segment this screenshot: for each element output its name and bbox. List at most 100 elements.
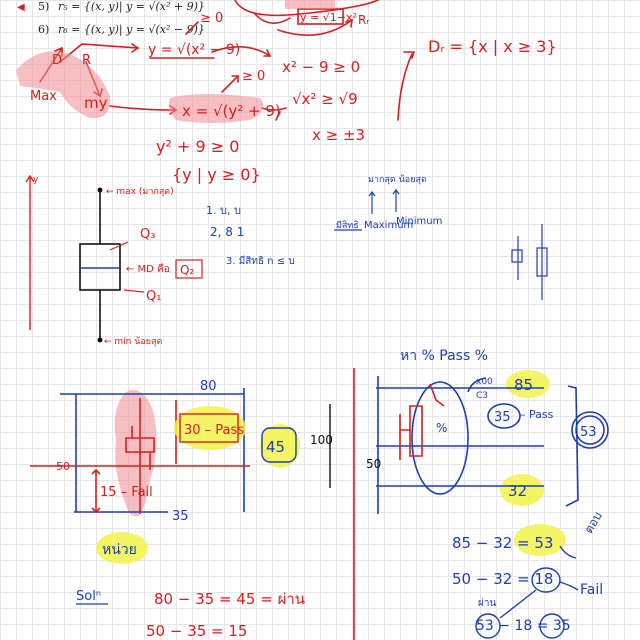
arc-arrow: [345, 18, 353, 28]
pct-label: %: [436, 421, 447, 435]
top-r-label: Rᵣ: [358, 13, 370, 27]
big-ellipse: [411, 381, 469, 495]
side-top-label: มากสุด น้อยสุด: [368, 174, 427, 185]
step2: √x² ≥ √9: [292, 90, 358, 108]
yellow-pass: [174, 406, 246, 450]
label-85: 85: [514, 376, 533, 394]
min-note: ← min น้อยสุด: [104, 336, 163, 347]
yellow-45: [260, 424, 300, 468]
right-eq2: 50 − 32 = 18: [452, 570, 553, 588]
right-title: หา % Pass %: [400, 348, 488, 364]
boxplot-diagram: y ← max (มากสุด) Q₃ ← MD คือ Q₂ Q₁ ← min…: [25, 174, 295, 347]
pass-label: 30 – Pass: [184, 423, 244, 438]
side-minimum: Minimum: [396, 216, 442, 227]
right-diagram: หา % Pass % x00 C3 85 35 – Pass % 50 32 …: [366, 348, 609, 639]
yellow-ans: [96, 532, 148, 564]
pass-thai: ผ่าน: [478, 598, 496, 609]
ge0-b: ≥ 0: [242, 69, 265, 84]
ge0-a: ≥ 0: [200, 11, 223, 26]
x-equation: x = √(y² + 9): [182, 102, 281, 120]
max-dot: [97, 187, 103, 193]
circle-18: [531, 567, 561, 593]
to-step-arrow: [211, 46, 271, 57]
pass-right: – Pass: [520, 408, 554, 421]
fail-bracket: [91, 468, 101, 514]
q1-pointer: [123, 289, 145, 293]
left-diagram: 80 50 35 30 – Pass 15 – Fail 45 100 หน่ว…: [30, 379, 333, 640]
left-eq2: 50 − 35 = 15: [146, 622, 247, 640]
right-bracket: [565, 385, 579, 507]
item5-number: 5): [38, 0, 49, 13]
step3: x ≥ ±3: [312, 126, 365, 144]
max-note: ← max (มากสุด): [106, 187, 174, 197]
y-set: {y | y ≥ 0}: [172, 165, 261, 184]
step1: x² − 9 ≥ 0: [282, 58, 360, 76]
circle-35: [539, 613, 565, 639]
max-label: Max: [30, 89, 57, 104]
label-32: 32: [508, 482, 527, 500]
label-x00: x00: [476, 377, 493, 387]
yellow-32: [500, 474, 544, 506]
side-notes: มากสุด น้อยสุด มีสิทธิ Maximum Minimum: [334, 174, 548, 300]
median-note: ← MD คือ: [126, 263, 170, 275]
dr-bracket: [397, 53, 413, 121]
label-50: 50: [56, 460, 70, 473]
d-label: D: [52, 53, 62, 68]
ge0-a-arrow: [185, 21, 199, 35]
pink-blob-x: [168, 94, 264, 123]
q2-label: Q₂: [180, 263, 194, 277]
item6-formula: r₆ = {(x, y)| y = √(x² − 9)}: [58, 23, 205, 37]
printed-items: ◀ 5) r₅ = {(x, y)| y = √(x² + 9)} 6) r₆ …: [17, 0, 205, 37]
label-35: 35: [172, 509, 189, 524]
sol-label: Solⁿ: [76, 589, 101, 604]
note-1: 1. บ, บ: [206, 204, 241, 217]
q3-label: Q₃: [140, 227, 155, 242]
top-arc-2: [254, 13, 291, 24]
fail-label: 15 – Fail: [100, 485, 153, 500]
ellipse-35: [487, 403, 521, 429]
yellow-85: [506, 370, 550, 398]
answer-tag: ตอบ: [581, 509, 604, 536]
label-c3: C3: [476, 391, 488, 401]
answer-label: หน่วย: [102, 542, 137, 558]
my-arrow: [109, 105, 177, 111]
pink-highlights: [16, 51, 264, 123]
q2-box: [175, 259, 203, 279]
y-equation: y = √(x² − 9): [148, 42, 240, 58]
dr-set: Dᵣ = {x | x ≥ 3}: [428, 37, 557, 56]
y2-inequality: y² + 9 ≥ 0: [156, 137, 239, 156]
scribble-value: 53: [580, 425, 597, 440]
left-mini-box: [125, 437, 155, 453]
circle-53: [475, 613, 501, 639]
top-box-expr: y = √1−x²: [300, 11, 357, 24]
r-label: R: [82, 53, 91, 68]
side-maximum: Maximum: [364, 220, 413, 231]
item5-formula: r₅ = {(x, y)| y = √(x² + 9)}: [58, 0, 205, 14]
box: [79, 243, 121, 291]
bullet-marker: ◀: [17, 2, 25, 13]
right-eq1: 85 − 32 = 53: [452, 534, 553, 552]
note-2: 2, 8 1: [210, 225, 244, 239]
q1-label: Q₁: [146, 289, 161, 304]
label-45: 45: [266, 438, 285, 456]
my-label: my: [84, 94, 108, 112]
top-highlight: [285, 0, 335, 9]
arc-to-r: [277, 19, 353, 36]
left-eq1: 80 − 35 = 45 = ผ่าน: [154, 590, 305, 608]
pink-blob-left: [16, 51, 111, 119]
yellow-53: [514, 524, 566, 556]
label-50-right: 50: [366, 457, 381, 471]
label-35-right: 35: [494, 410, 511, 425]
q3-pointer: [109, 241, 129, 251]
right-red-box: [409, 405, 423, 457]
scribble-circle: [571, 411, 609, 449]
note-3: 3. มีสิทธิ n ≤ บ: [226, 255, 295, 267]
pass-box: [179, 413, 239, 443]
min-dot: [97, 337, 103, 343]
box-45: [261, 427, 297, 463]
label-100: 100: [310, 433, 333, 447]
top-arc: [234, 0, 379, 17]
label-80: 80: [200, 379, 217, 394]
top-text: y = √1−x² Rᵣ ≥ 0 y = √(x² − 9) Max D R m…: [30, 11, 557, 184]
